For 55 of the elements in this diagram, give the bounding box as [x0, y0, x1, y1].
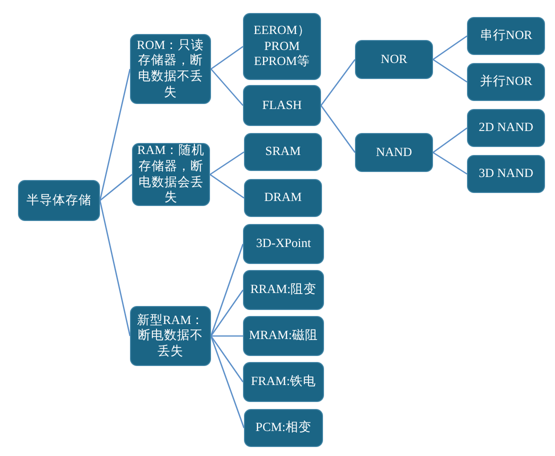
- connector-line: [432, 152, 468, 175]
- tree-node-box: [355, 40, 433, 79]
- connector-line: [100, 174, 132, 201]
- tree-node-box: [243, 270, 324, 310]
- tree-node-box: [243, 85, 321, 126]
- tree-node-box: [467, 155, 545, 193]
- tree-node-box: [244, 409, 323, 447]
- node-label: DRAM: [264, 190, 302, 206]
- node-label: MRAM:磁阻: [248, 328, 318, 344]
- node-label: EEROM） PROM EPROM等: [252, 23, 312, 70]
- connector-line: [210, 336, 245, 428]
- node-label: 半导体存储: [26, 192, 92, 208]
- tree-node-box: [244, 133, 322, 171]
- connector-line: [320, 105, 356, 153]
- node-label: RRAM:阻变: [250, 282, 317, 298]
- node-label: PCM:相变: [256, 420, 312, 436]
- node-label: 3D NAND: [478, 166, 534, 182]
- connector-line: [99, 200, 131, 336]
- tree-node-box: [243, 316, 324, 356]
- connector-line: [210, 290, 244, 336]
- connector-line: [210, 68, 244, 106]
- tree-node-box: [355, 133, 433, 172]
- connector-line: [210, 336, 244, 382]
- connector-line: [210, 174, 244, 199]
- tree-node-box: [130, 306, 211, 366]
- connector-line: [210, 151, 244, 176]
- tree-node-box: [467, 109, 545, 147]
- connector-line: [99, 68, 131, 201]
- node-label: FLASH: [262, 98, 302, 114]
- tree-node-box: [244, 179, 322, 217]
- connector-line: [432, 58, 468, 83]
- connector-line: [320, 59, 356, 106]
- connector-line: [210, 46, 244, 70]
- node-label: 串行NOR: [480, 28, 532, 44]
- node-label: ROM：只读存储器，断电数据不丢失: [136, 38, 206, 100]
- tree-node-box: [243, 224, 324, 264]
- connector-line: [432, 35, 468, 60]
- node-label: 并行NOR: [480, 74, 532, 90]
- node-label: FRAM:铁电: [251, 374, 316, 390]
- node-label: SRAM: [265, 144, 301, 160]
- tree-node-box: [467, 17, 545, 55]
- node-label: 新型RAM：断电数据不丢失: [136, 312, 206, 360]
- node-label: NOR: [380, 52, 408, 68]
- tree-node-box: [18, 180, 100, 221]
- node-label: 3D-XPoint: [256, 236, 311, 252]
- connector-line: [211, 335, 243, 337]
- node-label: 2D NAND: [478, 120, 534, 136]
- tree-node-box: [243, 362, 324, 402]
- connector-line: [432, 127, 468, 154]
- tree-node-box: [130, 34, 211, 104]
- node-label: NAND: [376, 144, 412, 160]
- node-label: RAM：随机存储器，断电数据会丢失: [137, 143, 205, 206]
- tree-node-box: [243, 13, 321, 80]
- tree-node-box: [467, 63, 545, 101]
- connector-line: [210, 244, 244, 336]
